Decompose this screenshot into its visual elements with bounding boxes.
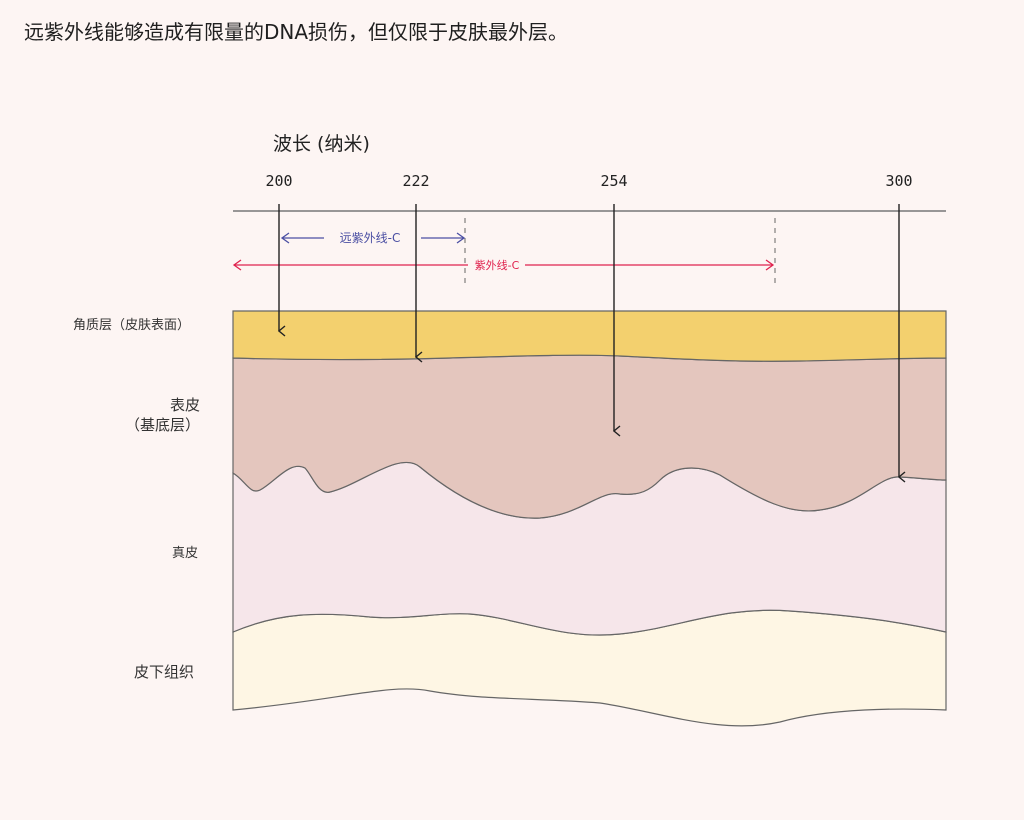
tick-300: 300 — [885, 172, 912, 190]
subcutaneous-label: 皮下组织 — [134, 663, 194, 681]
far-uvc-label: 远紫外线-C — [340, 231, 401, 245]
epidermis-sublabel: （基底层） — [125, 416, 200, 434]
epidermis-label: 表皮 — [170, 396, 200, 414]
tick-200: 200 — [265, 172, 292, 190]
tick-254: 254 — [600, 172, 627, 190]
tick-222: 222 — [402, 172, 429, 190]
dermis-label: 真皮 — [172, 546, 198, 561]
stratum-corneum-label: 角质层（皮肤表面） — [73, 318, 190, 333]
diagram-title: 远紫外线能够造成有限量的DNA损伤，但仅限于皮肤最外层。 — [24, 20, 569, 44]
stratum-corneum-layer — [232, 310, 947, 362]
axis-label: 波长 (纳米) — [273, 133, 370, 155]
uvc-label: 紫外线-C — [475, 258, 520, 272]
